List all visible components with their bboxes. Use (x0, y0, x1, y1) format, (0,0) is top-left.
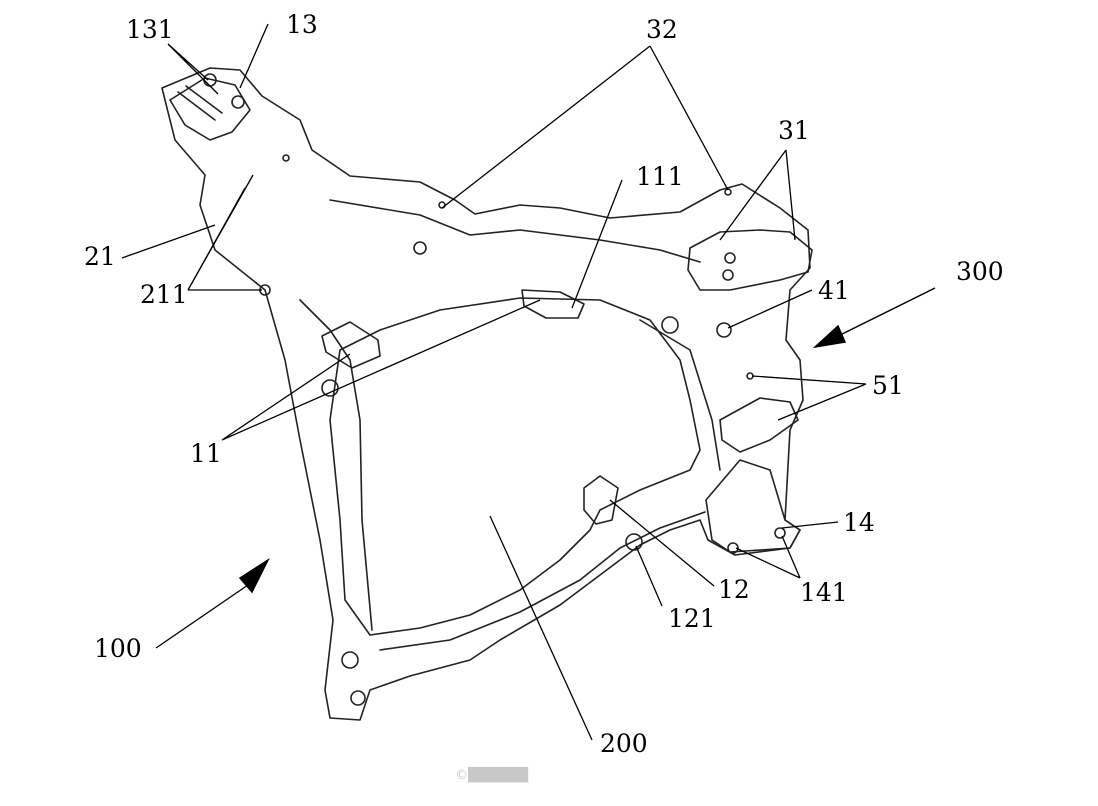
top-beam-contour (329, 199, 701, 263)
label-12: 12 (718, 575, 750, 604)
label-41: 41 (818, 276, 850, 305)
hole-141b (774, 527, 786, 539)
hole-121 (625, 533, 643, 551)
bracket-11 (321, 321, 381, 369)
hole-31b (722, 269, 734, 281)
frame-inner-opening (329, 297, 701, 636)
leader-100 (155, 584, 249, 649)
leader-14 (781, 521, 839, 529)
direction-arrows (238, 287, 936, 594)
left-arm-detail (169, 77, 251, 141)
bracket-12 (583, 475, 619, 525)
rear-beam-contour (639, 319, 721, 471)
label-111: 111 (636, 162, 684, 191)
label-211: 211 (140, 280, 188, 309)
label-131: 131 (126, 15, 174, 44)
label-32: 32 (646, 15, 678, 44)
leader-31 (719, 149, 796, 241)
leader-141 (735, 535, 801, 579)
left-arm-rib (177, 85, 223, 121)
arrow-300-shaft (829, 287, 936, 341)
leader-lines (121, 23, 867, 741)
leader-21 (121, 224, 216, 259)
arrow-300-head (812, 324, 847, 349)
hole-211a (282, 154, 290, 162)
label-121: 121 (668, 604, 716, 633)
label-11: 11 (190, 439, 222, 468)
watermark: ©██████ (455, 768, 528, 783)
leader-200 (489, 515, 593, 741)
label-200: 200 (600, 729, 648, 758)
leader-13 (239, 23, 269, 89)
hole-bottom-b (350, 690, 366, 706)
bracket-14 (705, 459, 801, 553)
hole-left-lower (321, 379, 339, 397)
label-51: 51 (872, 371, 904, 400)
hole-13 (231, 95, 245, 109)
leader-211 (187, 174, 262, 291)
leader-12 (609, 499, 715, 587)
leader-32 (441, 45, 729, 209)
lower-beam-contour (379, 511, 706, 651)
leader-51 (751, 375, 867, 421)
label-21: 21 (84, 242, 116, 271)
leader-131 (167, 43, 219, 95)
leader-111 (571, 179, 623, 309)
label-141: 141 (800, 578, 848, 607)
hole-bottom-a (341, 651, 359, 669)
leader-11 (221, 299, 541, 441)
hole-300 (661, 316, 679, 334)
arrow-100-head (238, 557, 270, 594)
label-100: 100 (94, 634, 142, 663)
label-300: 300 (956, 257, 1004, 286)
hole-141a (727, 542, 739, 554)
label-14: 14 (843, 508, 875, 537)
bracket-51 (719, 397, 799, 453)
leader-41 (727, 289, 813, 329)
bracket-111 (521, 289, 585, 319)
label-13: 13 (286, 10, 318, 39)
bracket-31 (687, 229, 813, 291)
hole-41 (716, 322, 732, 338)
label-31: 31 (778, 116, 810, 145)
hole-31a (724, 252, 736, 264)
front-beam-contour (299, 299, 373, 631)
nut-32 (413, 241, 427, 255)
leader-121 (635, 545, 663, 607)
